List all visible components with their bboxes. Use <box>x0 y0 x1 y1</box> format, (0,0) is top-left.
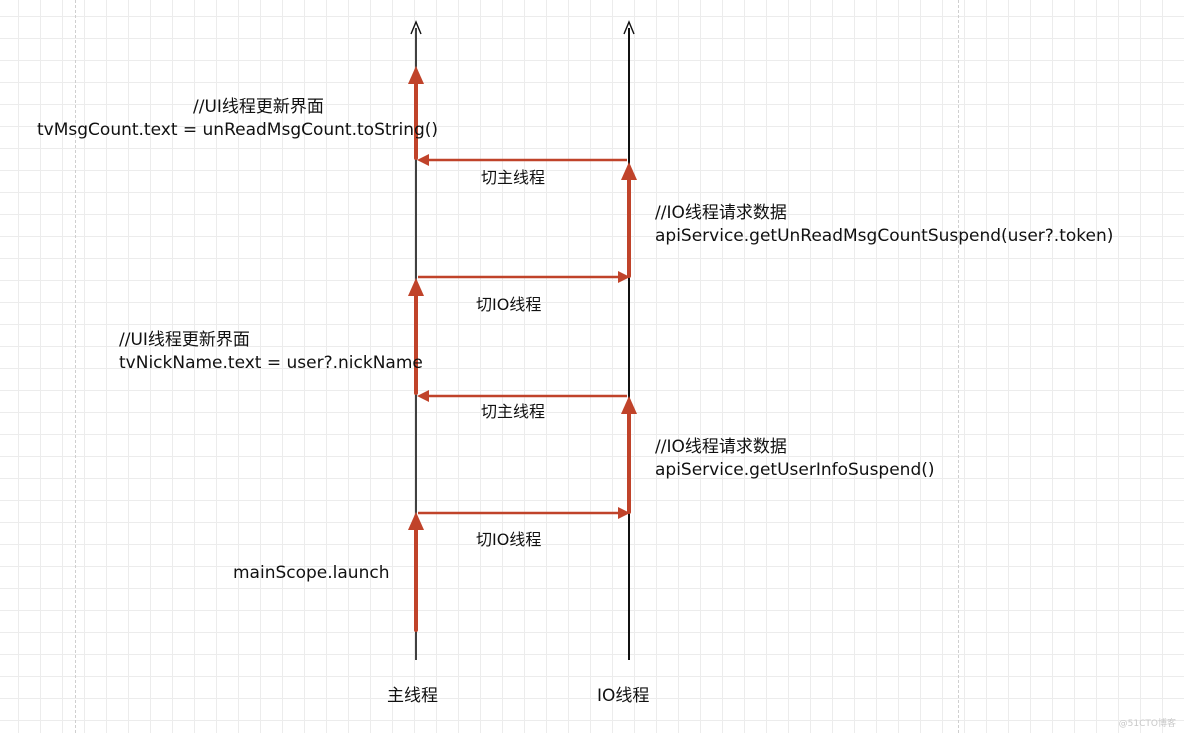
dashed-guide-left <box>75 0 76 733</box>
switch-main-top-label: 切主线程 <box>481 168 546 187</box>
ui-update-1-comment: //UI线程更新界面 <box>193 97 324 117</box>
io-segment-request-1-head <box>621 396 637 414</box>
switch-main-bottom-label: 切主线程 <box>481 402 546 421</box>
switch-io-top-head <box>618 271 630 283</box>
main-segment-launch-head <box>408 512 424 530</box>
ui-update-1-code: tvMsgCount.text = unReadMsgCount.toStrin… <box>37 120 439 140</box>
io-request-2-code: apiService.getUnReadMsgCountSuspend(user… <box>655 226 1114 246</box>
io-request-1-comment: //IO线程请求数据 <box>655 437 787 457</box>
ui-update-2-comment: //UI线程更新界面 <box>119 330 250 350</box>
switch-io-bottom-label: 切IO线程 <box>476 530 542 549</box>
io-thread-axis-arrowhead <box>623 20 635 35</box>
watermark: @51CTO博客 <box>1118 719 1176 729</box>
io-request-2-comment: //IO线程请求数据 <box>655 203 787 223</box>
main-segment-ui-update-2-head <box>408 278 424 296</box>
switch-main-top-head <box>417 154 429 166</box>
dashed-guide-right <box>958 0 959 733</box>
switch-main-bottom-head <box>417 390 429 402</box>
main-segment-ui-update-1-head <box>408 66 424 84</box>
ui-update-2-code: tvNickName.text = user?.nickName <box>119 353 423 373</box>
main-thread-axis-arrowhead <box>410 20 422 35</box>
io-segment-request-2-head <box>621 162 637 180</box>
io-thread-label: IO线程 <box>597 686 650 706</box>
io-request-1-code: apiService.getUserInfoSuspend() <box>655 460 935 480</box>
launch-label: mainScope.launch <box>233 563 390 583</box>
main-thread-label: 主线程 <box>387 686 438 706</box>
switch-io-bottom-head <box>618 507 630 519</box>
switch-io-top-label: 切IO线程 <box>476 295 542 314</box>
